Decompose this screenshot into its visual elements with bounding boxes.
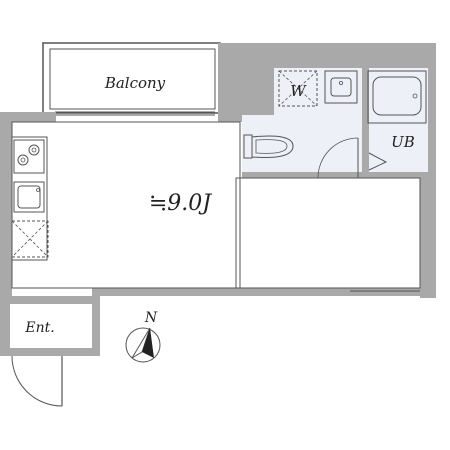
east-room-floor (236, 178, 420, 288)
washbasin-icon (324, 70, 358, 104)
unit-bath: UB (367, 70, 427, 171)
balcony-label: Balcony (104, 74, 166, 92)
main-room-area-label: ≒9.0J (149, 191, 212, 216)
wet-area-door (317, 137, 359, 179)
north-label: N (144, 310, 158, 326)
entrance-label: Ent. (24, 320, 54, 336)
entrance-floor (10, 304, 92, 348)
entrance-door (11, 355, 63, 407)
refrigerator-space-icon (11, 220, 49, 258)
sink-icon (13, 181, 45, 213)
washer-space: W (278, 70, 318, 107)
main-room-floor (12, 122, 242, 288)
walls (0, 43, 436, 356)
balcony: Balcony (42, 42, 221, 116)
kitchen (11, 136, 49, 261)
unit-bath-label: UB (391, 133, 415, 151)
north-compass: N (125, 310, 161, 363)
washer-label: W (290, 82, 307, 100)
stove-icon (13, 139, 45, 174)
toilet-icon (243, 134, 294, 159)
entrance: Ent. (24, 320, 54, 336)
